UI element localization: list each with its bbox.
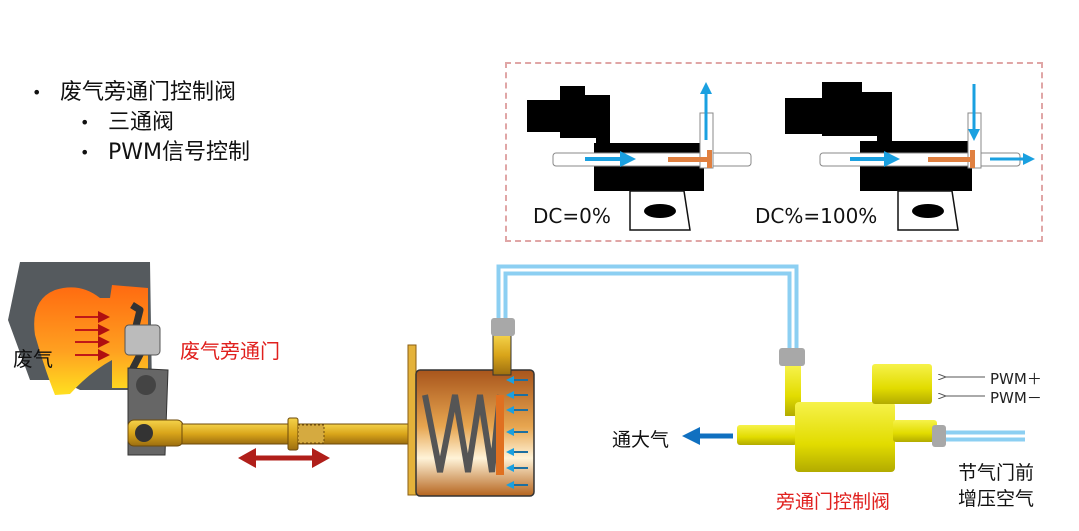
hose-clamp-icon	[932, 425, 946, 447]
solenoid-body-icon	[527, 86, 610, 145]
valve-state-on	[785, 82, 1035, 231]
motion-arrow-icon	[238, 448, 330, 468]
valve-states-panel	[505, 62, 1043, 242]
exhaust-flow-arrows	[75, 311, 110, 361]
bullet-marker: •	[32, 83, 42, 102]
connector-icon	[872, 364, 932, 404]
bullet-marker: •	[80, 143, 90, 162]
turbine-housing	[8, 262, 169, 456]
valve-state-off	[527, 82, 752, 231]
hose-clamp-icon	[491, 318, 515, 336]
bullet-marker: •	[80, 113, 90, 132]
flap-pivot-icon	[124, 324, 161, 356]
plunger-icon	[928, 157, 972, 162]
state-off-label: DC=0%	[533, 204, 611, 228]
wastegate-label: 废气旁通门	[180, 339, 280, 363]
bullet-text: 废气旁通门控制阀	[60, 80, 237, 105]
bypass-control-valve	[682, 364, 1025, 472]
bullet-item-main: • 废气旁通门控制阀	[30, 78, 250, 108]
state-on-label: DC%=100%	[755, 204, 878, 228]
bullet-item-sub: • 三通阀	[30, 108, 250, 138]
wastegate-actuator	[407, 334, 535, 497]
pressure-arrows	[506, 376, 528, 489]
pwm-minus-label: PWM－	[990, 389, 1042, 407]
pwm-plus-label: PWM＋	[990, 370, 1042, 388]
control-valve-label: 旁通门控制阀	[776, 491, 891, 513]
bullet-text: 三通阀	[108, 110, 175, 135]
plunger-icon	[668, 157, 710, 162]
boost-source-line1: 节气门前	[958, 462, 1035, 484]
hose-clamp-icon	[779, 348, 805, 366]
spring-icon	[422, 394, 503, 473]
vent-label: 通大气	[612, 429, 670, 451]
actuator-rod	[127, 417, 423, 451]
pressure-hose	[491, 264, 805, 366]
solenoid-body-icon	[785, 82, 892, 143]
bullet-text: PWM信号控制	[108, 140, 251, 165]
boost-source-line2: 增压空气	[958, 488, 1035, 510]
exhaust-label: 废气	[13, 347, 53, 371]
bullet-list: • 废气旁通门控制阀 • 三通阀 • PWM信号控制	[30, 78, 250, 168]
bullet-item-sub: • PWM信号控制	[30, 138, 250, 168]
